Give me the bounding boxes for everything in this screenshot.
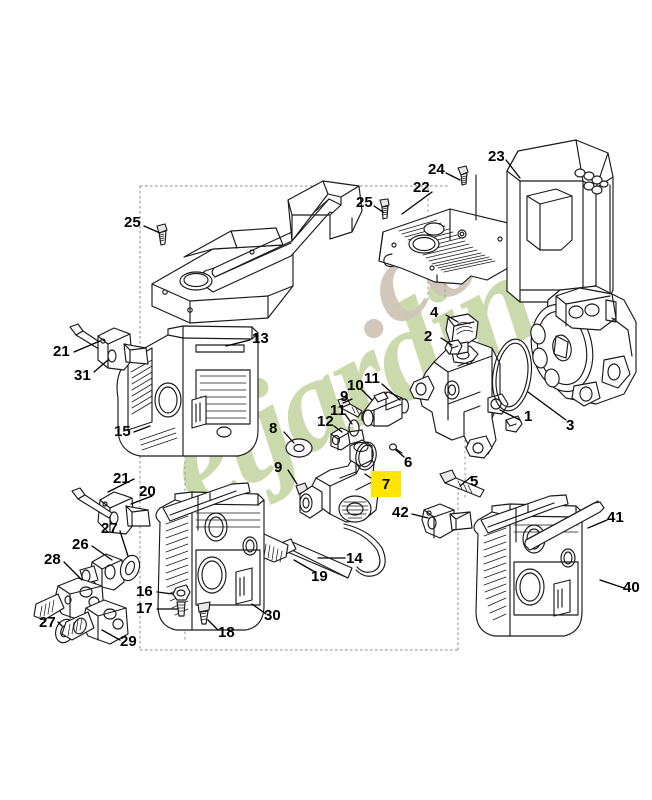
part-12-fitting xyxy=(330,427,365,451)
callout-15: 15 xyxy=(114,423,131,440)
callout-40: 40 xyxy=(623,579,640,596)
callout-5: 5 xyxy=(470,473,479,490)
part-40-housing xyxy=(473,494,583,637)
callout-6: 6 xyxy=(404,454,413,471)
callout-11-b: 11 xyxy=(330,402,346,419)
callout-30: 30 xyxy=(264,607,281,624)
callout-24: 24 xyxy=(428,161,445,178)
callout-21-a: 21 xyxy=(53,343,70,360)
part-10-tube xyxy=(361,391,403,427)
callout-17: 17 xyxy=(136,600,153,617)
callout-26: 26 xyxy=(72,536,89,553)
part-16-grommet xyxy=(172,584,191,601)
part-handle-tank-top xyxy=(151,180,363,324)
callout-3: 3 xyxy=(566,417,575,434)
part-1-pump-body xyxy=(409,339,509,459)
part-31-valve xyxy=(97,327,149,371)
part-11-oring-left xyxy=(348,419,360,437)
part-26-fitting xyxy=(79,553,125,591)
callout-19: 19 xyxy=(311,568,328,585)
part-5-bolt xyxy=(439,469,485,498)
callout-13: 13 xyxy=(252,330,269,347)
part-3-oring xyxy=(491,338,533,412)
part-22-cover xyxy=(378,208,513,285)
callout-25-a: 25 xyxy=(124,214,141,231)
callout-41: 41 xyxy=(607,509,624,526)
callout-9-a: 9 xyxy=(274,459,283,476)
callout-42: 42 xyxy=(392,504,409,521)
callout-2: 2 xyxy=(424,328,433,345)
callout-21-b: 21 xyxy=(113,470,130,487)
part-20-valve xyxy=(97,491,151,535)
part-7-valve-body xyxy=(299,439,379,523)
callout-10: 10 xyxy=(347,377,364,394)
part-17-screw xyxy=(176,601,186,617)
callout-9-b: 9 xyxy=(340,388,349,405)
callout-16: 16 xyxy=(136,583,153,600)
callout-18: 18 xyxy=(218,624,235,641)
part-8-washer xyxy=(285,438,313,458)
callout-27-a: 27 xyxy=(101,520,118,537)
callout-1: 1 xyxy=(524,408,533,425)
part-30-housing xyxy=(155,482,265,631)
part-6-oring xyxy=(355,441,377,471)
callout-31: 31 xyxy=(74,367,91,384)
callout-7-highlighted[interactable]: 7 xyxy=(371,471,401,497)
callout-29: 29 xyxy=(120,633,137,650)
part-small-block xyxy=(505,415,523,433)
leader-lines xyxy=(57,159,625,641)
part-25-screw-left xyxy=(156,223,168,246)
callout-20: 20 xyxy=(139,483,156,500)
part-27-washer-upper xyxy=(119,554,141,582)
part-29-connector xyxy=(61,599,129,645)
part-25-screw-right xyxy=(379,198,390,220)
callout-25-b: 25 xyxy=(356,194,373,211)
part-23-shroud xyxy=(475,139,614,319)
part-41-rod xyxy=(524,500,605,551)
part-18-screw xyxy=(197,601,211,625)
callout-23: 23 xyxy=(488,148,505,165)
part-24-screw xyxy=(457,165,469,186)
part-21-screw-lower xyxy=(71,487,113,519)
part-42-fitting xyxy=(421,503,473,539)
part-15-cover xyxy=(116,325,259,457)
callout-27-b: 27 xyxy=(39,614,56,631)
callout-12: 12 xyxy=(317,413,334,430)
callout-14: 14 xyxy=(346,550,363,567)
callout-22: 22 xyxy=(413,179,430,196)
part-crankcase xyxy=(530,285,637,407)
part-6-pin xyxy=(388,443,403,454)
callout-28: 28 xyxy=(44,551,61,568)
callout-4: 4 xyxy=(430,304,439,321)
callout-11-a: 11 xyxy=(364,370,380,387)
part-14-hose xyxy=(280,523,386,579)
callout-8: 8 xyxy=(269,420,278,437)
